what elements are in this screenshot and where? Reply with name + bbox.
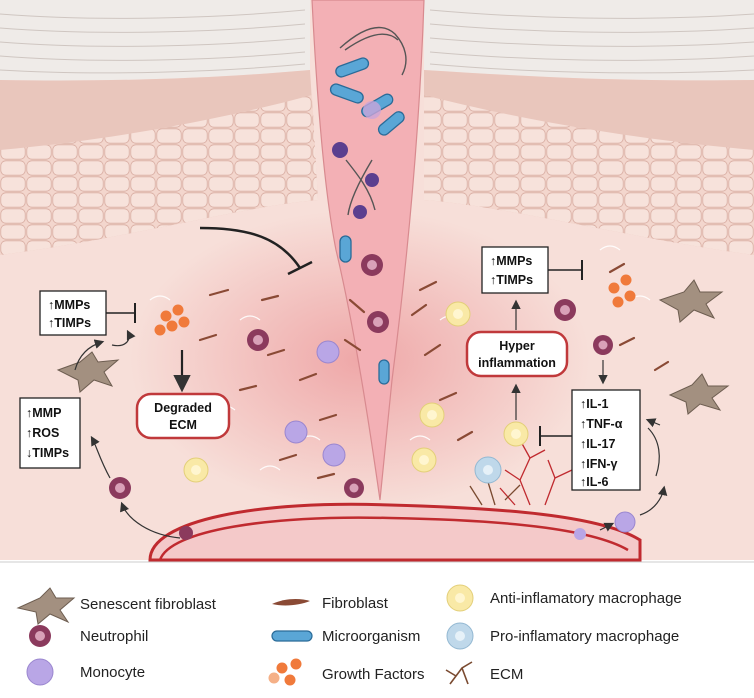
- legend-anti-macrophage: Anti-inflamatory macrophage: [490, 590, 682, 607]
- legend: Senescent fibroblast Neutrophil Monocyte…: [16, 584, 682, 686]
- senescent-fibroblast-legend-icon: [16, 587, 76, 625]
- stratum-corneum: [0, 0, 754, 81]
- mmp-text: ↑MMP: [26, 406, 61, 420]
- ros-text: ↑ROS: [26, 426, 59, 440]
- legend-pro-macrophage: Pro-inflamatory macrophage: [490, 628, 679, 645]
- inhibition-curve: [199, 226, 302, 269]
- ifn-text: ↑IFN-γ: [580, 457, 618, 471]
- legend-senescent-fibroblast: Senescent fibroblast: [80, 596, 217, 613]
- neutrophil-cells: [109, 254, 613, 540]
- anti-macrophage-cells: [183, 301, 529, 483]
- degraded-ecm-box: Degraded ECM: [135, 392, 231, 440]
- tnf-text: ↑TNF-α: [580, 417, 623, 431]
- epidermis-right-cells: [424, 95, 754, 255]
- cytokine-box: ↑IL-1 ↑TNF-α ↑IL-17 ↑IFN-γ ↑IL-6: [571, 389, 641, 491]
- microorganisms: [329, 57, 405, 385]
- growth-factor-clusters: [154, 274, 636, 336]
- neutrophil-legend-icon: [29, 625, 51, 647]
- left-mmp-ros-box: ↑MMP ↑ROS ↓TIMPs: [19, 397, 81, 469]
- anti-macrophage-legend-icon: [446, 584, 474, 612]
- monocyte-cells: [284, 340, 636, 540]
- degraded-text: Degraded: [154, 401, 212, 415]
- left-timps-text: ↑TIMPs: [48, 316, 91, 330]
- microorganism-legend-icon: [271, 630, 313, 642]
- right-mmps-text: ↑MMPs: [490, 254, 532, 268]
- fibrin-strands: [339, 26, 407, 216]
- hyper-text: Hyper: [499, 339, 535, 353]
- left-mmps-text: ↑MMPs: [48, 298, 90, 312]
- ecm-text: ECM: [169, 418, 197, 432]
- legend-growth-factors: Growth Factors: [322, 666, 425, 683]
- capillaries: [499, 439, 573, 506]
- legend-ecm: ECM: [490, 666, 523, 683]
- timps-down-text: ↓TIMPs: [26, 446, 69, 460]
- activated-cells: [332, 142, 379, 219]
- legend-monocyte: Monocyte: [80, 664, 145, 681]
- left-mmps-box: ↑MMPs ↑TIMPs: [39, 290, 107, 336]
- inflammation-text: inflammation: [478, 356, 556, 370]
- monocyte-legend-icon: [26, 658, 54, 686]
- il17-text: ↑IL-17: [580, 437, 615, 451]
- right-mmps-box: ↑MMPs ↑TIMPs: [481, 246, 549, 294]
- pro-macrophage-legend-icon: [446, 622, 474, 650]
- epidermis-left-cells: [0, 95, 318, 255]
- legend-microorganism: Microorganism: [322, 628, 420, 645]
- hyper-inflammation-box: Hyper inflammation: [465, 330, 569, 378]
- fibroblast-legend-icon: [272, 599, 310, 606]
- growth-factors-legend-icon: [268, 658, 302, 686]
- legend-fibroblast: Fibroblast: [322, 595, 389, 612]
- il6-text: ↑IL-6: [580, 475, 609, 489]
- right-timps-text: ↑TIMPs: [490, 273, 533, 287]
- il1-text: ↑IL-1: [580, 397, 609, 411]
- legend-neutrophil: Neutrophil: [80, 628, 148, 645]
- senescent-fibroblast-cells: [56, 279, 730, 415]
- ecm-legend-icon: [445, 661, 473, 685]
